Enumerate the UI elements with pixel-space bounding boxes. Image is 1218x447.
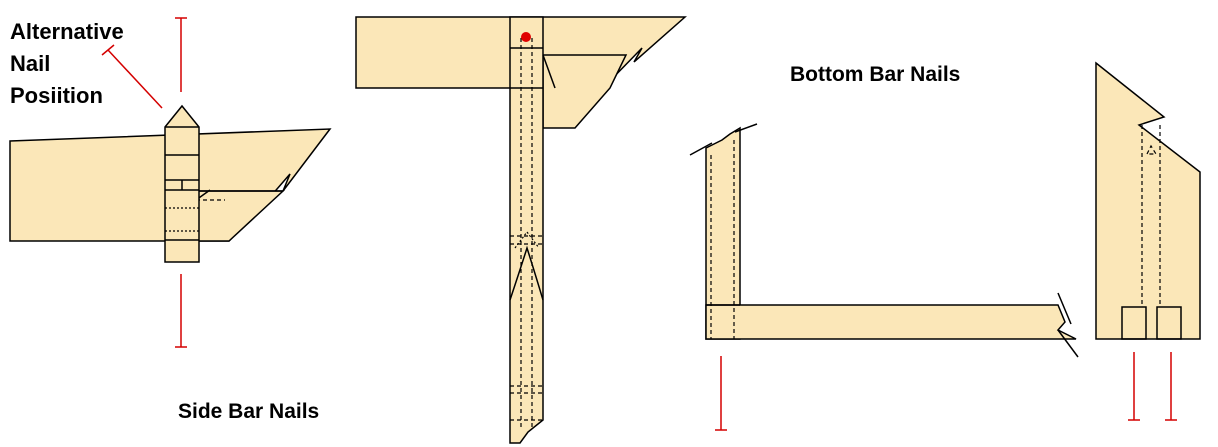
corner-nail-indicator — [715, 356, 727, 431]
upper-nail-indicator — [175, 17, 187, 92]
corner-horizontal-bar — [705, 304, 1077, 340]
t-nail-point — [521, 32, 531, 42]
bottom-bar-nails-label: Bottom Bar Nails — [790, 63, 961, 86]
end-view-block — [1095, 61, 1201, 340]
end-view-figure — [1095, 61, 1201, 421]
end-view-nail-indicator-right — [1165, 352, 1177, 421]
side-bar-nails-label: Side Bar Nails — [178, 400, 320, 423]
side-joint-figure — [9, 17, 332, 348]
alternative-nail-pointer — [101, 44, 163, 109]
end-view-nail-indicator-left — [1128, 352, 1140, 421]
alt-label-line-1: Alternative — [10, 19, 124, 44]
t-joint-figure — [355, 16, 687, 444]
side-diagonal-brace — [195, 190, 285, 242]
t-vertical-post — [509, 16, 544, 444]
lower-nail-indicator — [175, 274, 187, 348]
alternative-nail-position-label: Alternative Nail Posiition — [10, 16, 124, 112]
bottom-corner-figure — [689, 123, 1079, 431]
t-brace — [542, 54, 628, 129]
alt-label-line-2: Nail — [10, 51, 51, 76]
alt-label-line-3: Posiition — [10, 83, 103, 108]
